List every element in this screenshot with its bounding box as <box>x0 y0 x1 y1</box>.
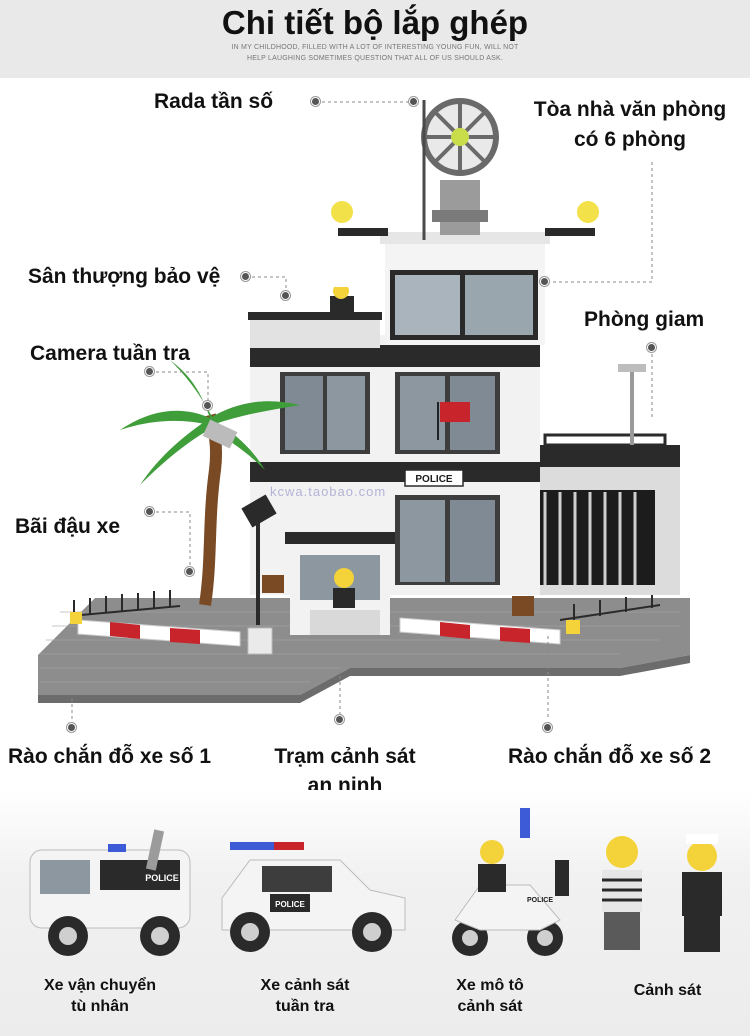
street-lamp <box>241 494 277 625</box>
header-banner: Chi tiết bộ lắp ghép IN MY CHILDHOOD, FI… <box>0 0 750 78</box>
callout-office-line-1: Tòa nhà văn phòng <box>533 98 727 121</box>
caption-motorcycle-line-2: cảnh sát <box>457 998 523 1015</box>
callout-jail: Phòng giam <box>584 308 705 331</box>
parking-target-dot <box>185 567 194 576</box>
caption-patrol-car-line-1: Xe cảnh sát <box>260 977 350 994</box>
radar-dot <box>311 97 320 106</box>
callout-rooftop: Sân thượng bảo vệ <box>28 265 221 288</box>
palm-tree <box>120 360 300 606</box>
subtitle-line-1: IN MY CHILDHOOD, FILLED WITH A LOT OF IN… <box>231 44 519 51</box>
watermark: kcwa.taobao.com <box>270 484 387 499</box>
parking-fence <box>69 590 661 621</box>
callout-office-line-2: có 6 phòng <box>574 128 686 151</box>
camera-dot <box>145 367 154 376</box>
police-station-model: POLICE <box>38 98 690 703</box>
police-dogs <box>262 575 534 616</box>
caption-motorcycle: Xe mô tô cảnh sát <box>410 975 570 1017</box>
callout-camera: Camera tuần tra <box>30 342 190 365</box>
camera-target-dot <box>203 401 212 410</box>
jail-wing <box>520 364 680 595</box>
rooftop-target-dot <box>281 291 290 300</box>
caption-police-figures: Cảnh sát <box>595 980 740 1001</box>
callout-barrier-1: Rào chắn đỗ xe số 1 <box>8 745 212 768</box>
police-sign: POLICE <box>415 474 453 485</box>
callout-station-line-1: Trạm cảnh sát <box>274 745 416 768</box>
caption-patrol-car-line-2: tuần tra <box>275 998 335 1015</box>
callout-parking: Bãi đậu xe <box>15 515 121 538</box>
parking-barrier-1 <box>70 612 273 655</box>
callout-barrier-2: Rào chắn đỗ xe số 2 <box>508 745 712 768</box>
callout-office: Tòa nhà văn phòng có 6 phòng <box>515 97 745 153</box>
barrier1-dot <box>67 723 76 732</box>
jail-dot <box>647 343 656 352</box>
radar-target-dot <box>409 97 418 106</box>
rooftop-dot <box>241 272 250 281</box>
subtitle-line-2: HELP LAUGHING SOMETIMES QUESTION THAT AL… <box>246 55 504 62</box>
caption-patrol-car: Xe cảnh sát tuần tra <box>215 975 395 1017</box>
callout-radar: Rada tần số <box>154 90 274 113</box>
parking-barrier-2 <box>399 617 580 645</box>
caption-prison-van: Xe vận chuyển tù nhân <box>10 975 190 1017</box>
parking-dot <box>145 507 154 516</box>
caption-police-figures-line-1: Cảnh sát <box>633 982 702 999</box>
page-title: Chi tiết bộ lắp ghép <box>221 4 529 41</box>
page-subtitle: IN MY CHILDHOOD, FILLED WITH A LOT OF IN… <box>215 42 535 64</box>
station-dot <box>335 715 344 724</box>
radar-dish <box>421 98 499 240</box>
office-dot <box>540 277 549 286</box>
barrier2-dot <box>543 723 552 732</box>
caption-motorcycle-line-1: Xe mô tô <box>456 977 524 994</box>
rooftop-guard-post <box>248 281 382 348</box>
security-booth <box>285 532 395 635</box>
caption-prison-van-line-1: Xe vận chuyển <box>43 977 157 994</box>
caption-prison-van-line-2: tù nhân <box>71 998 129 1015</box>
